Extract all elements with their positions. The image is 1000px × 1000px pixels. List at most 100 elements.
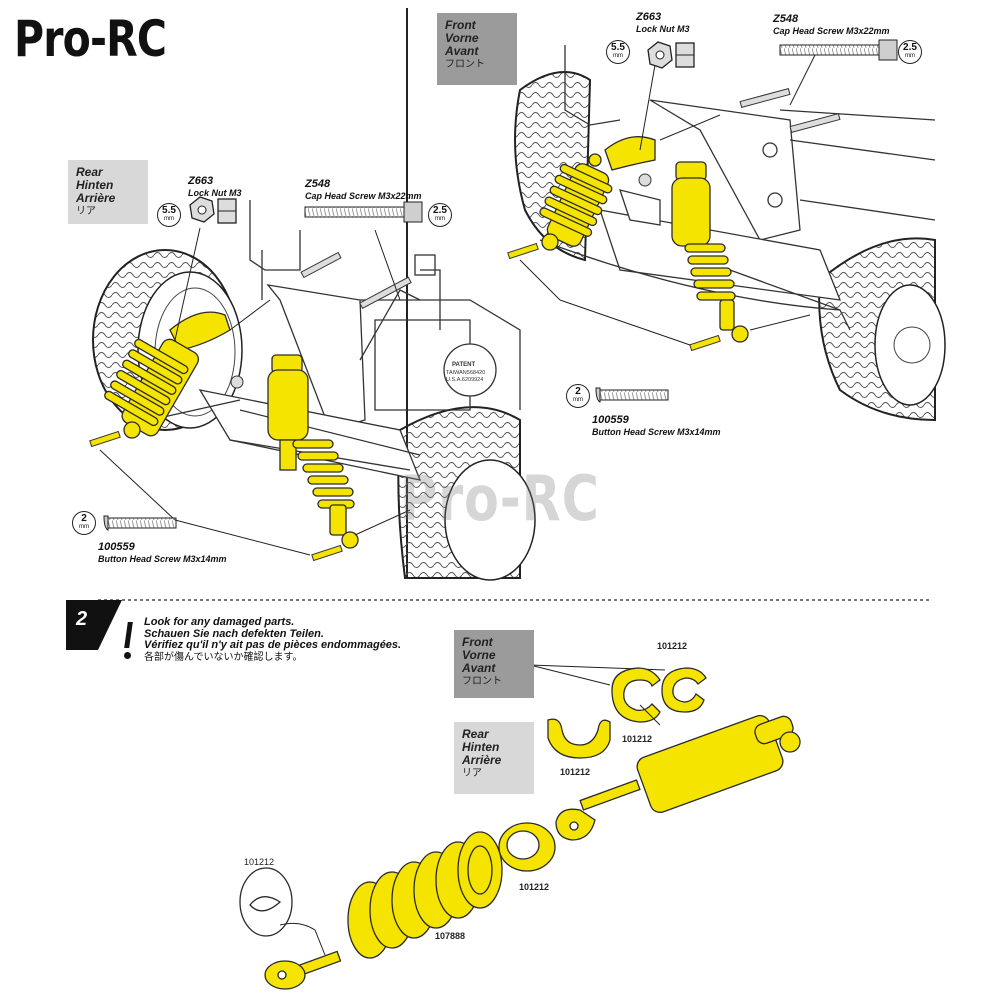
rear-label-fr: Arrière — [76, 191, 116, 205]
front-cap-screw-partno: Z548 — [773, 13, 799, 25]
rear-right-shock — [267, 354, 359, 549]
step2-rear-jp: リア — [462, 768, 482, 779]
front-left-shock — [539, 136, 656, 251]
front-cap-screws — [739, 88, 841, 133]
warning-jp: 各部が傷んでいないか確認します。 — [144, 651, 303, 663]
step2-front-en: Front — [462, 635, 493, 649]
rear-shock-install-diagram: PATENT TAIWAN568420 U.S.A.6209924 — [89, 8, 536, 581]
rear-cap-screw-partno: Z548 — [305, 178, 331, 190]
tool-size-value: 5.5 — [162, 205, 176, 216]
front-label-jp: フロント — [445, 59, 485, 70]
tool-size-value: 5.5 — [611, 42, 625, 53]
part-number-clip-mid: 101212 — [622, 734, 653, 744]
rear-lock-nut-label: Z663 Lock Nut M3 — [188, 175, 242, 199]
step2-rear-label: Rear Hinten Arrière リア — [454, 722, 534, 794]
warning-en: Look for any damaged parts. — [144, 616, 295, 628]
rear-button-screw-desc: Button Head Screw M3x14mm — [98, 554, 227, 564]
rear-left-shock — [104, 311, 231, 439]
front-lock-nut-label: Z663 Lock Nut M3 — [636, 11, 690, 35]
rear-button-screw-label: 100559 Button Head Screw M3x14mm — [98, 541, 227, 565]
step-number-badge — [66, 600, 122, 650]
front-right-tire — [818, 237, 946, 422]
rear-leader-lines — [99, 227, 411, 556]
rear-button-screw-left — [89, 430, 121, 448]
rear-cap-screws — [300, 251, 412, 310]
rear-lock-nut-desc: Lock Nut M3 — [188, 188, 242, 198]
front-label-en: Front — [445, 18, 476, 32]
rear-position-label: Rear Hinten Arrière リア — [68, 160, 148, 224]
shock-clip-top — [661, 667, 707, 713]
step2-front-fr: Avant — [462, 661, 496, 675]
warning-fr: Vérifiez qu'il n'y ait pas de pièces end… — [144, 639, 402, 651]
shock-exploded-diagram — [239, 664, 801, 990]
rear-cap-screw-icon — [304, 201, 423, 223]
step2-front-jp: フロント — [462, 676, 502, 687]
shock-rod-end — [264, 950, 342, 990]
shock-clip-mid — [611, 667, 661, 723]
front-cap-screw-label: Z548 Cap Head Screw M3x22mm — [773, 13, 890, 37]
front-lock-nut-part — [638, 173, 652, 187]
svg-text:PATENT: PATENT — [452, 362, 475, 368]
front-lock-nut-partno: Z663 — [636, 11, 662, 23]
front-leader-lines — [519, 54, 816, 346]
damage-warning: Look for any damaged parts. Schauen Sie … — [144, 616, 402, 663]
front-position-label: Front Vorne Avant フロント — [437, 13, 517, 85]
rear-label-de: Hinten — [76, 178, 114, 192]
tool-size-unit: mm — [164, 216, 174, 222]
front-label-fr: Avant — [445, 44, 479, 58]
front-button-screw-left — [507, 242, 539, 260]
tool-size-value: 2.5 — [903, 42, 917, 53]
rear-chassis-lines — [149, 200, 521, 481]
tool-size-value: 2.5 — [433, 205, 447, 216]
step-number: 2 — [64, 604, 98, 652]
warning-de: Schauen Sie nach defekten Teilen. — [144, 627, 324, 640]
tool-size-value: 2 — [81, 513, 87, 524]
shock-clip-rear — [547, 718, 611, 759]
watermark: Pro-RC — [400, 462, 600, 535]
front-right-shock — [671, 161, 749, 343]
tool-size-unit: mm — [613, 53, 623, 59]
tool-size-unit: mm — [573, 397, 583, 403]
tool-size-unit: mm — [435, 216, 445, 222]
rear-button-screw-icon — [103, 515, 177, 531]
rear-lock-nut-partno: Z663 — [188, 175, 214, 187]
front-lock-nut-desc: Lock Nut M3 — [636, 24, 690, 34]
front-shock-install-diagram — [507, 39, 946, 422]
shock-spring — [347, 831, 503, 959]
front-label-de: Vorne — [445, 31, 479, 45]
brand-logo: Pro-RC — [14, 10, 167, 68]
clip-mid-leader — [639, 704, 661, 726]
front-button-screw-label: 100559 Button Head Screw M3x14mm — [592, 414, 721, 438]
svg-text:TAIWAN568420: TAIWAN568420 — [446, 370, 485, 376]
rear-lock-nut-icon — [189, 196, 237, 224]
front-button-screw-right — [689, 334, 721, 352]
step2-rear-en: Rear — [462, 727, 489, 741]
rear-label-jp: リア — [76, 206, 96, 217]
rear-cap-screw-desc: Cap Head Screw M3x22mm — [305, 191, 422, 201]
part-number-spring: 107888 — [435, 931, 466, 941]
shock-spring-cup-top — [239, 867, 293, 937]
front-cap-screw-icon — [779, 39, 898, 61]
rear-cap-screw-label: Z548 Cap Head Screw M3x22mm — [305, 178, 422, 202]
step-number-text: 2 — [76, 608, 88, 630]
part-number-clip-top: 101212 — [657, 641, 688, 651]
front-button-screw-icon — [595, 387, 669, 403]
part-number-clip-rear: 101212 — [560, 767, 591, 777]
tool-size-value: 2 — [575, 386, 581, 397]
rod-leader — [279, 922, 326, 956]
front-cap-screw-desc: Cap Head Screw M3x22mm — [773, 26, 890, 36]
rear-label-en: Rear — [76, 165, 103, 179]
tool-size-unit: mm — [905, 53, 915, 59]
rear-lock-nut-part — [230, 375, 244, 389]
step2-front-label: Front Vorne Avant フロント — [454, 630, 534, 698]
rear-button-screw-right — [311, 544, 343, 562]
shock-body — [555, 714, 801, 841]
step2-rear-fr: Arrière — [462, 753, 502, 767]
